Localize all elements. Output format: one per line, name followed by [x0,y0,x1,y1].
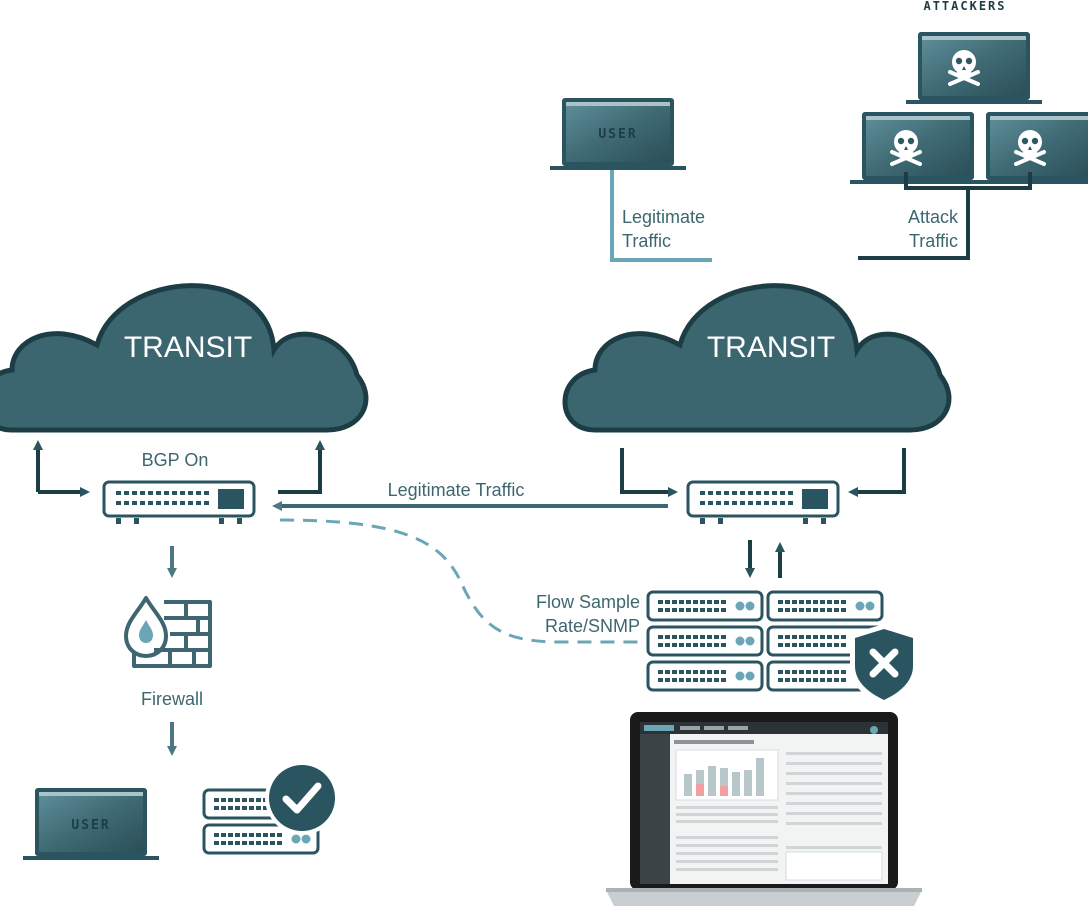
transit-right-label: TRANSIT [707,331,835,364]
user-laptop-top: USER [550,98,686,170]
flow-sample-label-line1: Flow Sample [536,592,640,612]
right-router-arrows [620,448,906,497]
protected-servers [202,761,339,855]
firewall-label: Firewall [141,689,203,709]
scrubbing-server-stack [646,590,884,692]
shield-x-icon [850,624,918,706]
transit-left-label: TRANSIT [124,331,252,364]
transit-cloud-left: TRANSIT [0,286,366,430]
transit-cloud-right: TRANSIT [565,286,949,430]
brick-wall-flame-icon [124,596,212,668]
user-laptop-bottom: USER [23,788,159,860]
attackers-label: ATTACKERS [923,0,1006,13]
check-circle-icon [265,761,339,835]
legitimate-traffic-middle-label: Legitimate Traffic [388,480,525,500]
legitimate-traffic-label-line1: Legitimate [622,207,705,227]
left-router-arrows [33,440,325,497]
attack-traffic-label-line1: Attack [908,207,959,227]
flow-sample-label-line2: Rate/SNMP [545,616,640,636]
router-right [686,480,840,526]
bgp-on-label: BGP On [142,450,209,470]
attack-traffic-label-line2: Traffic [909,231,958,251]
router-left [102,480,256,526]
user-bottom-label: USER [71,818,110,833]
attack-traffic-lines [858,172,1032,260]
legitimate-traffic-label-line2: Traffic [622,231,671,251]
scrubbing-arrows [745,540,785,578]
legitimate-traffic-line-top [610,170,712,262]
flow-sample-dashed-line [279,518,642,644]
attacker-laptop-left [850,112,986,184]
attacker-laptop-top [906,32,1042,104]
monitoring-dashboard-laptop [606,712,922,906]
user-top-label: USER [598,127,637,142]
